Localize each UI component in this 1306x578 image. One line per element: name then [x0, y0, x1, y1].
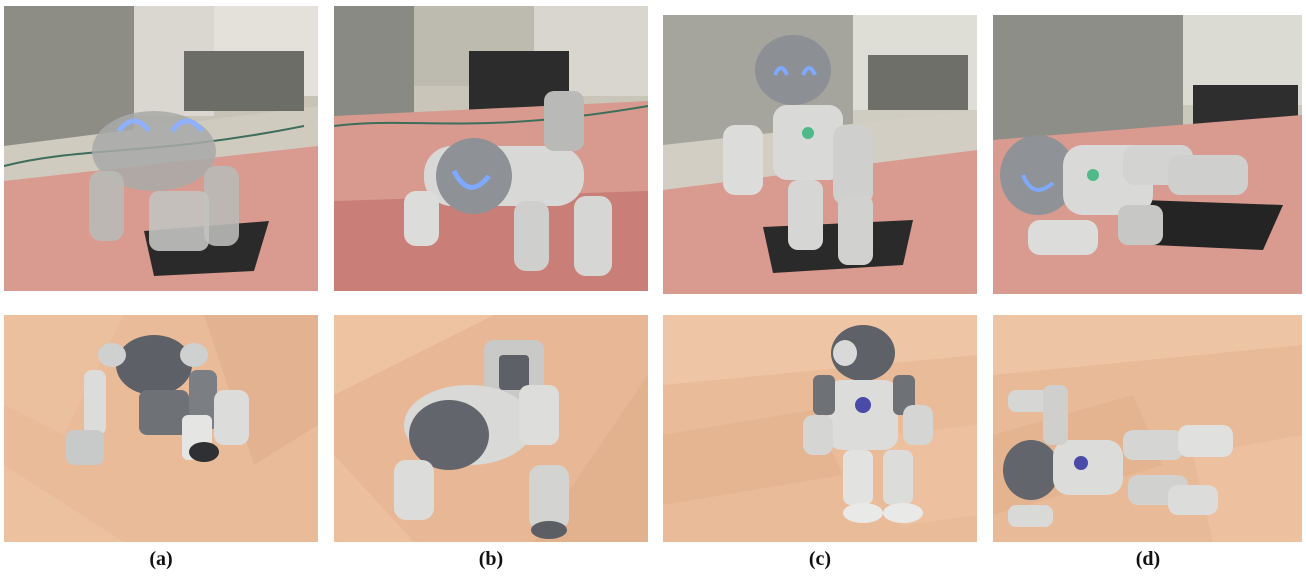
render-panel-a — [4, 315, 318, 542]
caption-b: (b) — [478, 548, 504, 570]
caption-a: (a) — [149, 548, 173, 570]
photo-panel-b — [334, 6, 648, 291]
caption-d: (d) — [1135, 548, 1161, 570]
photo-panel-d — [993, 15, 1302, 294]
render-panel-d — [993, 315, 1302, 542]
photo-b-image — [334, 6, 648, 291]
photo-panel-c — [663, 15, 977, 294]
photo-d-image — [993, 15, 1302, 294]
photo-c-image — [663, 15, 977, 294]
render-a-image — [4, 315, 318, 542]
caption-c: (c) — [808, 548, 832, 570]
render-b-image — [334, 315, 648, 542]
render-panel-c — [663, 315, 977, 542]
render-panel-b — [334, 315, 648, 542]
photo-panel-a — [4, 6, 318, 291]
render-c-image — [663, 315, 977, 542]
photo-a-image — [4, 6, 318, 291]
render-d-image — [993, 315, 1302, 542]
